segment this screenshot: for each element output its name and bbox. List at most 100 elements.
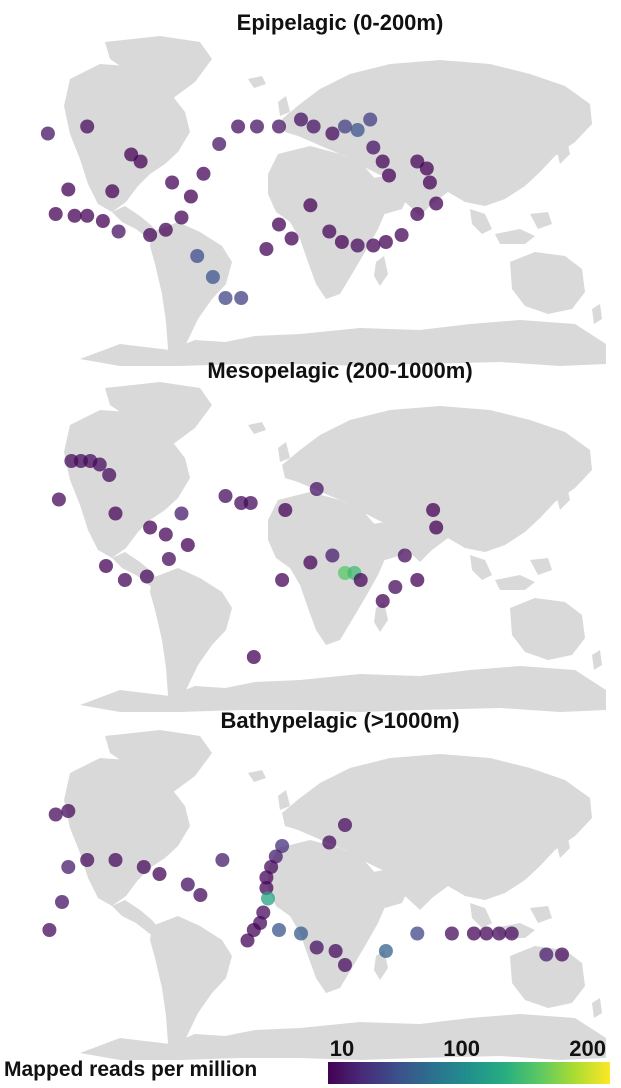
point-mesopelagic-6 [108,506,123,521]
point-epipelagic-3 [133,154,148,169]
panel-mesopelagic: Mesopelagic (200-1000m) [51,358,606,712]
point-epipelagic-13 [174,210,189,225]
panel-bathypelagic: Bathypelagic (>1000m) [42,708,606,1060]
point-epipelagic-15 [183,189,198,204]
colorbar-gradient [328,1062,610,1084]
panel-title-epipelagic: Epipelagic (0-200m) [237,10,444,35]
point-mesopelagic-28 [397,548,412,563]
point-bathypelagic-15 [259,870,274,885]
point-bathypelagic-23 [294,926,308,941]
point-bathypelagic-12 [275,839,290,853]
point-epipelagic-24 [338,119,352,134]
point-mesopelagic-26 [375,594,390,608]
point-epipelagic-14 [165,175,180,190]
point-epipelagic-37 [366,238,381,253]
point-bathypelagic-34 [539,947,554,962]
points-bathypelagic [42,804,569,972]
point-bathypelagic-26 [338,958,352,972]
point-mesopelagic-13 [161,552,176,566]
point-bathypelagic-22 [272,923,286,937]
point-bathypelagic-30 [466,926,481,941]
colorbar-title: Mapped reads per million [4,1058,257,1081]
point-epipelagic-5 [61,182,76,197]
point-epipelagic-0 [40,126,55,141]
point-epipelagic-17 [212,137,227,151]
point-epipelagic-4 [105,184,120,199]
point-mesopelagic-19 [275,573,290,587]
point-bathypelagic-7 [180,877,195,892]
point-epipelagic-42 [284,231,299,246]
point-epipelagic-41 [303,198,318,213]
point-epipelagic-28 [375,154,390,169]
point-epipelagic-46 [205,270,220,284]
panel-epipelagic: Epipelagic (0-200m) [40,10,606,366]
point-mesopelagic-4 [102,468,117,482]
point-bathypelagic-6 [152,867,167,881]
point-epipelagic-35 [394,228,409,242]
point-mesopelagic-8 [158,527,173,542]
point-mesopelagic-10 [99,559,113,573]
point-bathypelagic-4 [108,853,123,867]
point-epipelagic-7 [67,208,82,223]
point-bathypelagic-32 [492,926,507,941]
point-bathypelagic-29 [444,926,459,941]
point-bathypelagic-11 [215,853,230,867]
point-bathypelagic-16 [259,881,274,895]
point-epipelagic-9 [95,214,110,228]
world-map-mesopelagic [64,382,606,712]
point-bathypelagic-35 [555,947,569,962]
point-bathypelagic-17 [261,891,275,906]
point-bathypelagic-33 [504,926,519,941]
panel-title-bathypelagic: Bathypelagic (>1000m) [220,708,459,733]
point-epipelagic-1 [80,119,95,134]
point-epipelagic-47 [218,291,233,305]
point-mesopelagic-5 [51,492,66,507]
point-epipelagic-43 [272,217,286,232]
point-bathypelagic-9 [55,895,69,909]
point-bathypelagic-3 [80,853,95,867]
point-bathypelagic-21 [240,933,255,948]
point-mesopelagic-9 [180,538,195,552]
point-bathypelagic-25 [328,944,343,958]
point-mesopelagic-3 [92,457,107,472]
point-epipelagic-20 [272,119,286,134]
point-epipelagic-23 [325,126,340,141]
point-epipelagic-19 [250,119,264,134]
colorbar-tick-200: 200 [569,1036,606,1061]
point-mesopelagic-29 [410,573,425,587]
world-map-epipelagic [64,36,606,366]
point-epipelagic-6 [48,207,63,221]
point-epipelagic-29 [382,168,396,183]
point-epipelagic-38 [350,238,365,253]
point-bathypelagic-10 [42,923,57,937]
point-mesopelagic-7 [143,520,158,535]
point-bathypelagic-28 [410,926,425,941]
point-mesopelagic-27 [388,580,403,594]
point-bathypelagic-1 [61,804,76,818]
point-bathypelagic-0 [48,807,63,822]
point-mesopelagic-20 [303,555,318,570]
point-epipelagic-21 [294,112,308,127]
point-epipelagic-32 [422,175,437,190]
point-mesopelagic-22 [325,548,340,563]
world-map-bathypelagic [64,730,606,1060]
point-epipelagic-44 [259,242,274,256]
point-mesopelagic-15 [218,489,233,503]
point-bathypelagic-13 [268,849,283,864]
point-mesopelagic-11 [117,573,132,587]
point-epipelagic-11 [143,228,158,242]
point-bathypelagic-5 [136,860,151,874]
point-epipelagic-22 [306,119,321,134]
point-epipelagic-39 [334,235,349,249]
point-epipelagic-12 [158,222,173,237]
points-mesopelagic [51,454,444,664]
point-mesopelagic-12 [139,569,154,584]
point-mesopelagic-32 [246,650,261,664]
panel-title-mesopelagic: Mesopelagic (200-1000m) [207,358,472,383]
point-bathypelagic-36 [322,835,337,850]
point-epipelagic-10 [111,224,126,239]
point-bathypelagic-20 [246,923,261,937]
point-mesopelagic-25 [353,573,368,587]
